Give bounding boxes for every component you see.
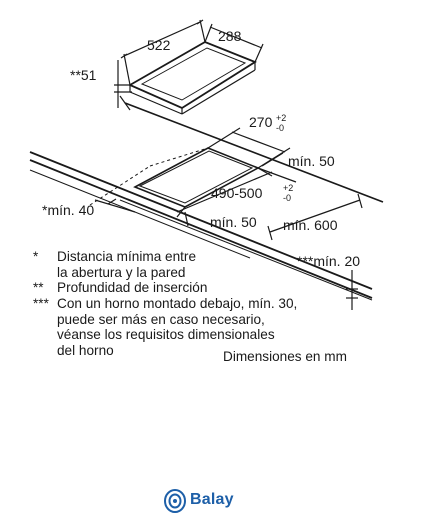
- brand-logo: Balay: [163, 487, 273, 517]
- min-back-label: mín. 50: [288, 153, 335, 169]
- footnote-line: la abertura y la pared: [57, 264, 186, 280]
- depth-dimension-line: [204, 23, 264, 63]
- min-back-dimension-line: [257, 152, 297, 183]
- cutout-width-tol-minus: -0: [283, 193, 291, 203]
- footnote-mark: ***: [33, 296, 49, 311]
- projection-lines: [89, 147, 209, 206]
- footnote-line: puede ser más en caso necesario,: [57, 311, 265, 327]
- hob-appliance: [128, 41, 257, 115]
- width-dimension-line: [120, 19, 206, 86]
- min-worktop-dimension-line: [267, 193, 363, 241]
- min-oven-dimension-line: [346, 270, 358, 310]
- cutout-width-dimension-line: [176, 167, 273, 218]
- balay-logo-icon: [164, 489, 186, 513]
- footnote-mark: **: [33, 280, 44, 295]
- min-oven-label: ***mín. 20: [297, 253, 360, 269]
- cutout-width-tol-plus: +2: [283, 183, 293, 193]
- brand-name: Balay: [190, 491, 234, 508]
- footnote-mark: *: [33, 249, 39, 264]
- min-worktop-label: mín. 600: [283, 217, 338, 233]
- depth-label: 288: [218, 28, 242, 44]
- width-label: 522: [147, 37, 171, 53]
- thickness-dimension-line: [114, 60, 132, 108]
- footnote-line: Con un horno montado debajo, mín. 30,: [57, 296, 298, 311]
- footnote-line: Profundidad de inserción: [57, 280, 208, 295]
- footnote-3: *** Con un horno montado debajo, mín. 30,…: [33, 296, 297, 358]
- min-side-dimension-line: [94, 198, 136, 213]
- min-front-dimension-line: [184, 211, 219, 237]
- thickness-label: **51: [70, 67, 97, 83]
- min-side-label: *mín. 40: [42, 202, 94, 218]
- cutout-depth-tol-plus: +2: [276, 113, 286, 123]
- footnote-2: ** Profundidad de inserción: [33, 280, 207, 296]
- cutout-depth-label: 270: [249, 114, 273, 130]
- cutout-depth-tol-minus: -0: [276, 123, 284, 133]
- wall-line: [124, 102, 384, 203]
- min-front-label: mín. 50: [210, 214, 257, 230]
- cutout-width-label: 490-500: [211, 185, 263, 201]
- worktop: [29, 151, 373, 301]
- footnote-line: del horno: [57, 342, 114, 358]
- footnote-line: Distancia mínima entre: [57, 249, 197, 264]
- footnote-1: * Distancia mínima entre la abertura y la…: [33, 249, 196, 280]
- footnote-line: véanse los requisitos dimensionales: [57, 327, 275, 342]
- units-label: Dimensiones en mm: [223, 349, 347, 364]
